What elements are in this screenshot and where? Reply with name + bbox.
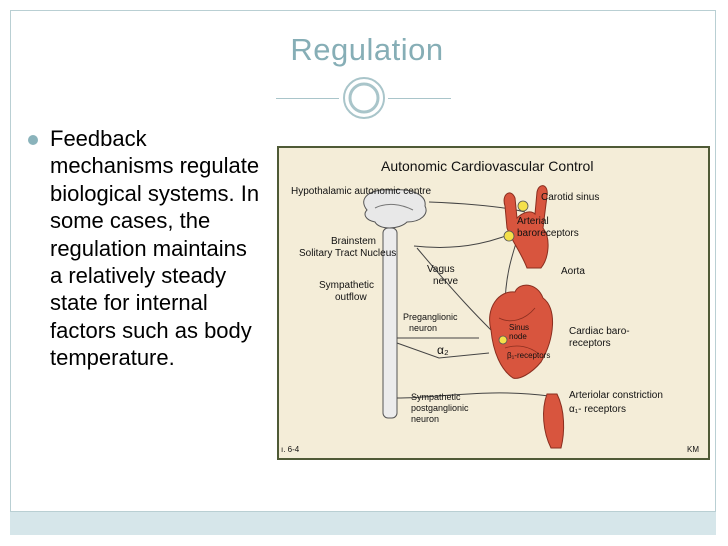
slide-title: Regulation <box>290 32 444 67</box>
arteriole-shape <box>543 393 565 449</box>
diagram-title: Autonomic Cardiovascular Control <box>381 158 593 174</box>
autonomic-diagram: Autonomic Cardiovascular Control Hypotha… <box>277 146 710 460</box>
aortic-baroreceptor-icon <box>503 230 515 242</box>
label-solitary-tract: Solitary Tract Nucleus <box>299 248 396 259</box>
label-figure-ref: ı. 6-4 <box>281 445 300 454</box>
label-vagus-2: nerve <box>433 276 458 287</box>
label-vagus-1: Vagus <box>427 264 455 275</box>
label-cardiac-1: Cardiac baro- <box>569 326 630 337</box>
title-divider-right <box>388 98 451 99</box>
circle-ornament-icon <box>343 77 385 119</box>
label-sympathetic-post-3: neuron <box>411 414 439 424</box>
label-hypothalamic: Hypothalamic autonomic centre <box>291 186 432 197</box>
cardiac-baroreceptor-icon <box>498 335 508 345</box>
label-sympathetic-outflow-2: outflow <box>335 292 367 303</box>
label-alpha2: α₂ <box>437 343 449 357</box>
brain-shape <box>363 189 427 229</box>
title-divider-left <box>276 98 339 99</box>
label-sinus-node-1: Sinus <box>509 323 529 332</box>
label-brainstem: Brainstem <box>331 236 376 247</box>
label-sympathetic-outflow-1: Sympathetic <box>319 280 374 291</box>
label-carotid-sinus: Carotid sinus <box>541 192 599 203</box>
label-initials: KM <box>687 445 699 454</box>
label-sinus-node-2: node <box>509 332 527 341</box>
label-beta1: β₁-receptors <box>507 351 550 360</box>
label-cardiac-2: receptors <box>569 338 611 349</box>
label-arterial-2: baroreceptors <box>517 228 579 239</box>
label-arterial-1: Arterial <box>517 216 549 227</box>
label-arteriolar: Arteriolar constriction <box>569 390 663 401</box>
aorta-shape <box>503 185 549 269</box>
label-aorta: Aorta <box>561 266 585 277</box>
label-preganglionic-1: Preganglionic <box>403 312 458 322</box>
label-alpha1: α₁- receptors <box>569 404 626 415</box>
label-sympathetic-post-1: Sympathetic <box>411 392 461 402</box>
label-preganglionic-2: neuron <box>409 323 437 333</box>
carotid-baroreceptor-icon <box>517 200 529 212</box>
diagram-canvas: Autonomic Cardiovascular Control Hypotha… <box>281 158 699 454</box>
spinal-cord <box>382 227 398 419</box>
label-sympathetic-post-2: postganglionic <box>411 403 469 413</box>
bullet-icon <box>28 135 38 145</box>
bottom-bar <box>10 511 716 535</box>
bullet-text: Feedback mechanisms regulate biological … <box>50 126 260 371</box>
heart-shape <box>489 284 554 379</box>
